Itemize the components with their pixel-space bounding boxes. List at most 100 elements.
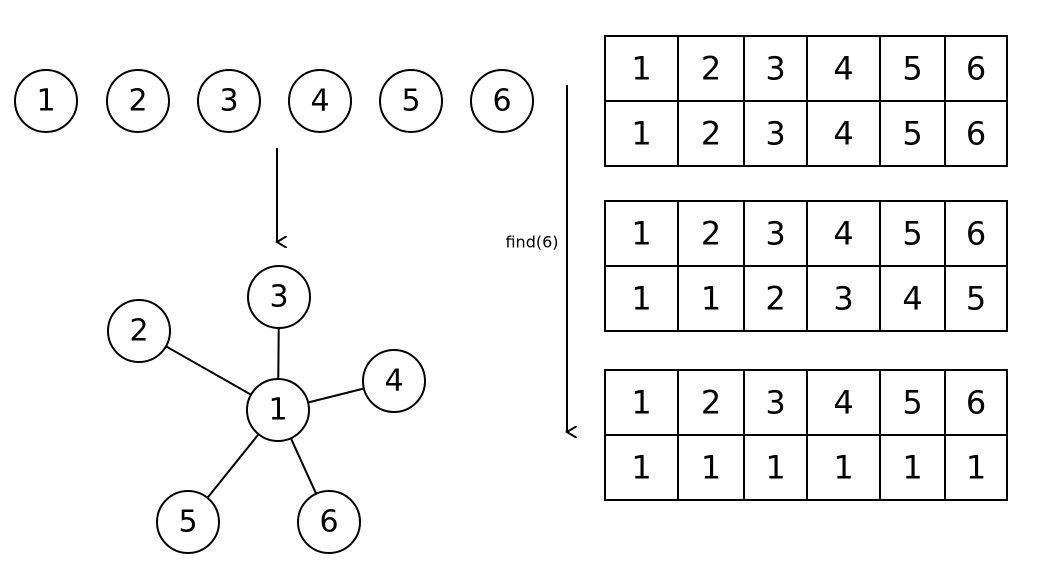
table-cell: 6 [944, 100, 1008, 167]
table-cell: 2 [677, 200, 745, 267]
edge-1-6 [289, 437, 318, 495]
cell-box [743, 200, 808, 267]
node-6: 6 [470, 69, 534, 133]
cell-box [604, 265, 679, 332]
table-cell: 2 [677, 369, 745, 436]
table-cell: 1 [806, 434, 881, 501]
union-tree: 1 2 3 4 5 6 [107, 265, 426, 554]
cell-value: 1 [631, 215, 651, 253]
table-cell: 1 [604, 200, 679, 267]
cell-value: 3 [833, 280, 853, 318]
node-circle [247, 265, 311, 329]
node-circle [470, 69, 534, 133]
cell-value: 4 [833, 50, 853, 88]
node-circle [14, 69, 78, 133]
edge-1-4 [307, 387, 365, 404]
node-circle [379, 69, 443, 133]
cell-value: 4 [833, 215, 853, 253]
cell-value: 2 [701, 384, 721, 422]
cell-value: 3 [765, 115, 785, 153]
node-circle [107, 299, 171, 363]
table-cell: 3 [806, 265, 881, 332]
cell-value: 6 [966, 215, 986, 253]
cell-box [743, 100, 808, 167]
node-circle [362, 349, 426, 413]
table-cell: 1 [677, 265, 745, 332]
tree-edges [165, 327, 365, 499]
cell-box [806, 369, 881, 436]
node-2: 2 [106, 69, 170, 133]
cell-box [604, 200, 679, 267]
node-circle [156, 490, 220, 554]
cell-value: 3 [765, 384, 785, 422]
node-label: 3 [269, 280, 288, 315]
cell-box [743, 35, 808, 102]
table-cell: 6 [944, 200, 1008, 267]
table-cell: 4 [806, 200, 881, 267]
cell-value: 2 [701, 50, 721, 88]
cell-value: 1 [631, 115, 651, 153]
table-cell: 3 [743, 369, 808, 436]
cell-value: 2 [701, 215, 721, 253]
cell-value: 2 [701, 115, 721, 153]
table-cell: 5 [944, 265, 1008, 332]
table-cell: 4 [806, 100, 881, 167]
node-5: 5 [379, 69, 443, 133]
table-cell: 6 [944, 369, 1008, 436]
tree-child-node-4: 4 [362, 349, 426, 413]
cell-value: 1 [765, 449, 785, 487]
node-label: 4 [384, 364, 403, 399]
cell-value: 6 [966, 384, 986, 422]
cell-box [743, 434, 808, 501]
cell-value: 1 [833, 449, 853, 487]
node-label: 6 [492, 84, 511, 119]
table-cell: 1 [944, 434, 1008, 501]
cell-value: 3 [765, 215, 785, 253]
table-cell: 1 [604, 265, 679, 332]
cell-value: 1 [631, 449, 651, 487]
node-label: 6 [319, 505, 338, 540]
cell-value: 1 [701, 280, 721, 318]
node-label: 5 [401, 84, 420, 119]
cell-box [944, 265, 1008, 332]
table-cell: 1 [604, 369, 679, 436]
cell-value: 1 [631, 280, 651, 318]
node-label: 1 [36, 84, 55, 119]
table-cell: 5 [879, 100, 946, 167]
cell-value: 4 [833, 115, 853, 153]
cell-value: 1 [631, 50, 651, 88]
cell-value: 2 [765, 280, 785, 318]
cell-box [677, 434, 745, 501]
cell-value: 4 [902, 280, 922, 318]
node-circle [288, 69, 352, 133]
table-cell: 4 [806, 35, 881, 102]
cell-box [806, 100, 881, 167]
table-cell: 1 [604, 35, 679, 102]
node-4: 4 [288, 69, 352, 133]
cell-box [677, 35, 745, 102]
edge-1-5 [206, 433, 260, 499]
edge-1-2 [165, 345, 252, 396]
cell-box [944, 100, 1008, 167]
node-label: 4 [310, 84, 329, 119]
tree-child-node-2: 2 [107, 299, 171, 363]
cell-box [944, 200, 1008, 267]
cell-value: 6 [966, 115, 986, 153]
node-label: 5 [178, 505, 197, 540]
cell-value: 1 [631, 384, 651, 422]
table-cell: 6 [944, 35, 1008, 102]
cell-box [604, 35, 679, 102]
cell-box [806, 200, 881, 267]
tree-child-node-3: 3 [247, 265, 311, 329]
tree-root-node: 1 [246, 378, 310, 442]
table-cell: 4 [879, 265, 946, 332]
node-circle [246, 378, 310, 442]
